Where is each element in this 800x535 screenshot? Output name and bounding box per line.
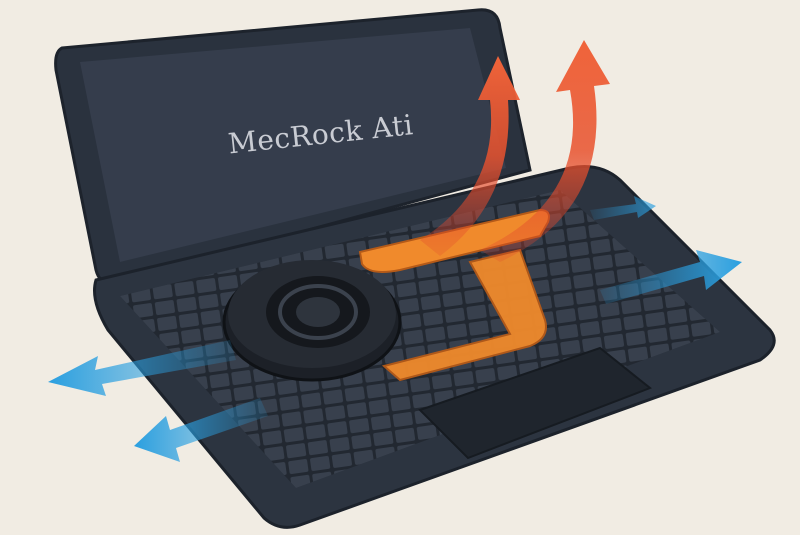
arrow-side-icon: [600, 250, 742, 304]
trackpad: [418, 346, 652, 460]
cool-air-arrows: [48, 196, 742, 462]
cooling-fan-icon: [222, 260, 402, 382]
laptop-lid: [54, 8, 532, 285]
laptop-base: [93, 165, 776, 529]
arrow-up-icon: [420, 56, 520, 256]
arrow-up-icon: [480, 40, 610, 262]
hot-air-arrows: [420, 40, 610, 262]
arrow-side-icon: [590, 196, 656, 220]
arrow-side-icon: [48, 340, 236, 396]
arrow-side-icon: [134, 398, 268, 462]
